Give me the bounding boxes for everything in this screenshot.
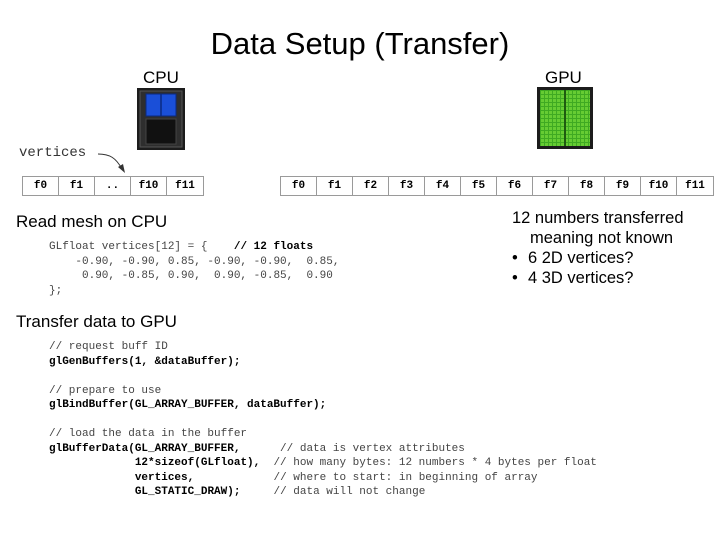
- code-comment: // data is vertex attributes: [280, 442, 465, 455]
- bullet-icon: •: [512, 249, 518, 267]
- code-line: -0.90, -0.90, 0.85, -0.90, -0.90, 0.85,: [75, 255, 340, 268]
- code-line: };: [49, 284, 63, 297]
- buffer-cell: f10: [131, 177, 167, 195]
- buffer-cell: f7: [533, 177, 569, 195]
- transfer-code: // request buff ID glGenBuffers(1, &data…: [49, 340, 597, 500]
- transfer-note: 12 numbers transferred meaning not known…: [512, 208, 684, 288]
- bullet-text: 4 3D vertices?: [528, 269, 634, 287]
- code-line: glGenBuffers(1, &dataBuffer);: [49, 355, 241, 368]
- gpu-buffer: f0 f1 f2 f3 f4 f5 f6 f7 f8 f9 f10 f11: [280, 176, 714, 196]
- code-line: 12*sizeof(GLfloat),: [134, 457, 261, 469]
- read-mesh-code: GLfloat vertices[12] = { // 12 floats -0…: [49, 240, 339, 298]
- note-line: 12 numbers transferred: [512, 209, 684, 227]
- buffer-cell: f0: [281, 177, 317, 195]
- cpu-buffer: f0 f1 .. f10 f11: [22, 176, 204, 196]
- code-line: GLfloat vertices[12] = {: [49, 241, 208, 253]
- code-line: GL_STATIC_DRAW);: [134, 486, 241, 498]
- cpu-chip-icon: [137, 88, 185, 150]
- transfer-heading: Transfer data to GPU: [16, 312, 177, 331]
- buffer-cell: f6: [497, 177, 533, 195]
- bullet-icon: •: [512, 269, 518, 287]
- code-line: vertices,: [134, 471, 195, 484]
- buffer-cell: f3: [389, 177, 425, 195]
- bullet-text: 6 2D vertices?: [528, 249, 634, 267]
- vertices-label: vertices: [19, 145, 87, 161]
- code-comment: // request buff ID: [49, 341, 168, 353]
- buffer-cell: f0: [23, 177, 59, 195]
- code-comment: // data will not change: [273, 486, 426, 498]
- slide-title: Data Setup (Transfer): [210, 26, 510, 61]
- code-line: 0.90, -0.85, 0.90, 0.90, -0.85, 0.90: [75, 270, 333, 282]
- note-bullet: • 4 3D vertices?: [512, 268, 684, 288]
- note-line: meaning not known: [530, 229, 674, 247]
- cpu-label: CPU: [143, 68, 179, 87]
- buffer-cell: f2: [353, 177, 389, 195]
- arrow-icon: [97, 153, 125, 173]
- buffer-cell: ..: [95, 177, 131, 195]
- buffer-cell: f1: [59, 177, 95, 195]
- buffer-cell: f9: [605, 177, 641, 195]
- code-comment: // load the data in the buffer: [49, 428, 248, 440]
- buffer-cell: f5: [461, 177, 497, 195]
- gpu-chip-icon: [537, 87, 593, 149]
- buffer-cell: f11: [685, 180, 705, 192]
- read-mesh-heading: Read mesh on CPU: [16, 212, 168, 231]
- code-line: glBindBuffer(GL_ARRAY_BUFFER, dataBuffer…: [49, 399, 327, 411]
- code-comment: // how many bytes: 12 numbers * 4 bytes …: [273, 457, 597, 469]
- buffer-cell: f11: [175, 180, 195, 192]
- code-comment: // where to start: in beginning of array: [273, 471, 538, 484]
- buffer-cell: f8: [569, 177, 605, 195]
- code-comment: // 12 floats: [233, 241, 314, 253]
- buffer-cell: f1: [317, 177, 353, 195]
- buffer-cell: f10: [641, 177, 677, 195]
- code-comment: // prepare to use: [49, 384, 162, 397]
- note-bullet: • 6 2D vertices?: [512, 248, 684, 268]
- gpu-label: GPU: [545, 68, 582, 87]
- buffer-cell: f4: [425, 177, 461, 195]
- code-line: glBufferData(GL_ARRAY_BUFFER,: [49, 442, 241, 455]
